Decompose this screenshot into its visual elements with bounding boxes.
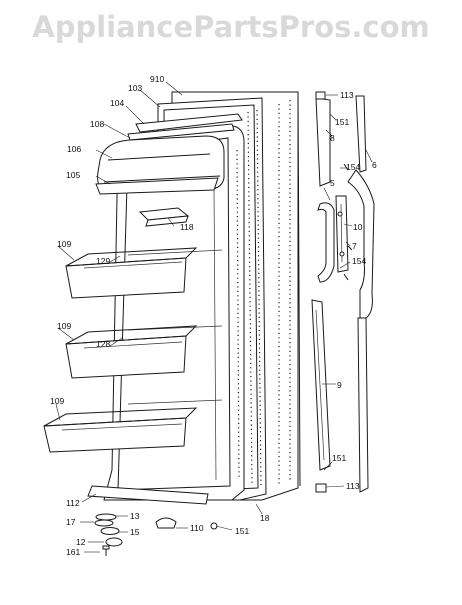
door-handle-trim bbox=[347, 95, 375, 493]
label-113-bottom: 113 bbox=[346, 481, 360, 491]
door-bin-upper bbox=[65, 247, 198, 299]
top-trim bbox=[127, 113, 243, 141]
label-17: 17 bbox=[66, 517, 76, 527]
lower-trim-strip bbox=[311, 299, 331, 471]
small-parts bbox=[94, 513, 218, 556]
part-labels: 910 103 104 108 106 105 118 109 129 109 … bbox=[50, 74, 377, 557]
label-103: 103 bbox=[128, 83, 142, 93]
label-18: 18 bbox=[260, 513, 270, 523]
label-151-right: 151 bbox=[332, 453, 346, 463]
label-151-top: 151 bbox=[335, 117, 349, 127]
label-128: 128 bbox=[96, 339, 110, 349]
label-5: 5 bbox=[330, 178, 335, 188]
bottom-trim bbox=[87, 485, 209, 505]
dairy-compartment bbox=[95, 135, 225, 195]
screws bbox=[343, 163, 353, 281]
door-bin-lower bbox=[43, 407, 198, 453]
small-shelf bbox=[138, 207, 190, 227]
label-9: 9 bbox=[337, 380, 342, 390]
label-129: 129 bbox=[96, 256, 110, 266]
label-15: 15 bbox=[130, 527, 140, 537]
label-161: 161 bbox=[66, 547, 80, 557]
leader-lines bbox=[55, 81, 373, 553]
label-112: 112 bbox=[66, 498, 80, 508]
label-106: 106 bbox=[67, 144, 81, 154]
door-bin-middle bbox=[65, 325, 198, 379]
label-151-bottom: 151 bbox=[235, 526, 249, 536]
upper-hinge-cover bbox=[315, 91, 331, 187]
label-8: 8 bbox=[330, 133, 335, 143]
lower-hinge-cap bbox=[315, 483, 327, 493]
label-154-lower: 154 bbox=[352, 256, 366, 266]
label-109-middle: 109 bbox=[57, 321, 71, 331]
label-109-lower: 109 bbox=[50, 396, 64, 406]
label-6: 6 bbox=[372, 160, 377, 170]
label-108: 108 bbox=[90, 119, 104, 129]
door-handle bbox=[317, 195, 349, 283]
label-109-upper: 109 bbox=[57, 239, 71, 249]
label-13: 13 bbox=[130, 511, 140, 521]
label-105: 105 bbox=[66, 170, 80, 180]
label-910: 910 bbox=[150, 74, 164, 84]
label-154-upper: 154 bbox=[346, 162, 360, 172]
label-104: 104 bbox=[110, 98, 124, 108]
label-12: 12 bbox=[76, 537, 86, 547]
label-10: 10 bbox=[353, 222, 363, 232]
watermark: AppliancePartsPros.com bbox=[32, 10, 430, 44]
label-7: 7 bbox=[352, 241, 357, 251]
label-113-top: 113 bbox=[340, 90, 354, 100]
label-110: 110 bbox=[190, 523, 204, 533]
label-118: 118 bbox=[180, 222, 194, 232]
